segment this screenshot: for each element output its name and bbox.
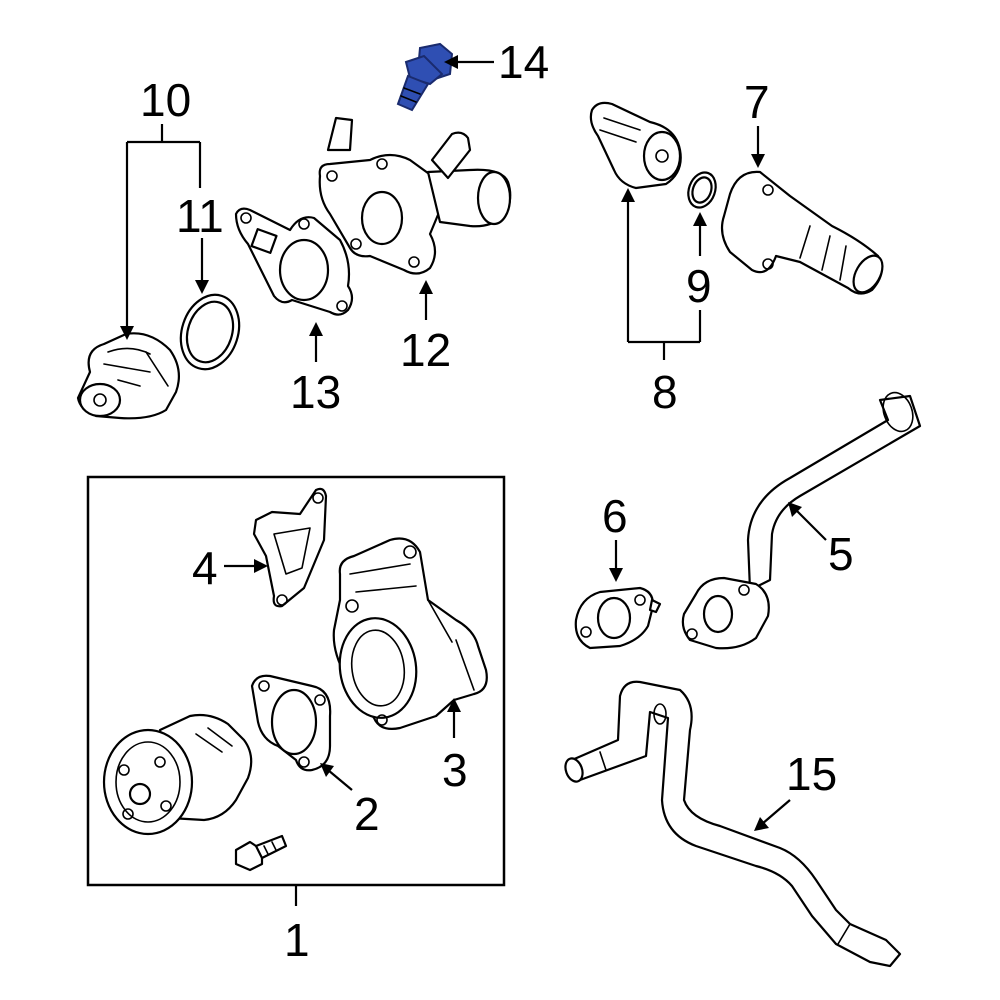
- callout-5: 5: [828, 528, 854, 580]
- callout-3: 3: [442, 744, 468, 796]
- callout-6: 6: [602, 490, 628, 542]
- bolt-14-flange: [404, 54, 444, 86]
- callout-13: 13: [290, 366, 341, 418]
- part-12-water-outlet[interactable]: [318, 116, 512, 275]
- part-7-water-inlet[interactable]: [720, 170, 888, 297]
- callout-12: 12: [400, 324, 451, 376]
- part-4-gasket[interactable]: [252, 487, 328, 608]
- part-10-thermostat-housing[interactable]: [76, 332, 181, 420]
- callout-9: 9: [686, 260, 712, 312]
- callout-4: 4: [192, 542, 218, 594]
- callout-14: 14: [498, 36, 549, 88]
- part-8-thermostat[interactable]: [589, 101, 682, 190]
- part-6-gasket[interactable]: [574, 586, 662, 650]
- leader-lines: [120, 55, 827, 906]
- callout-7: 7: [744, 76, 770, 128]
- part-15-bypass-pipe[interactable]: [562, 680, 902, 968]
- bolt-14-shank: [396, 74, 430, 112]
- callout-10: 10: [140, 74, 191, 126]
- pump-bolt: [234, 834, 288, 872]
- part-2-gasket[interactable]: [250, 674, 332, 772]
- callout-11: 11: [176, 190, 224, 242]
- callout-2: 2: [354, 788, 380, 840]
- part-3-pump-housing[interactable]: [332, 537, 488, 730]
- part-9-o-ring[interactable]: [684, 169, 721, 212]
- callout-1: 1: [284, 914, 310, 966]
- part-13-gasket[interactable]: [234, 207, 354, 316]
- water-pump-body: [102, 713, 253, 836]
- part-5-water-pipe[interactable]: [681, 388, 922, 650]
- callout-numbers: 14 10 11 13 12 7 9 8 6 5 4 3 2 1 15: [140, 36, 854, 966]
- part-11-o-ring[interactable]: [172, 287, 249, 377]
- part-14-bolt[interactable]: [396, 42, 454, 112]
- callout-8: 8: [652, 366, 678, 418]
- callout-15: 15: [786, 748, 837, 800]
